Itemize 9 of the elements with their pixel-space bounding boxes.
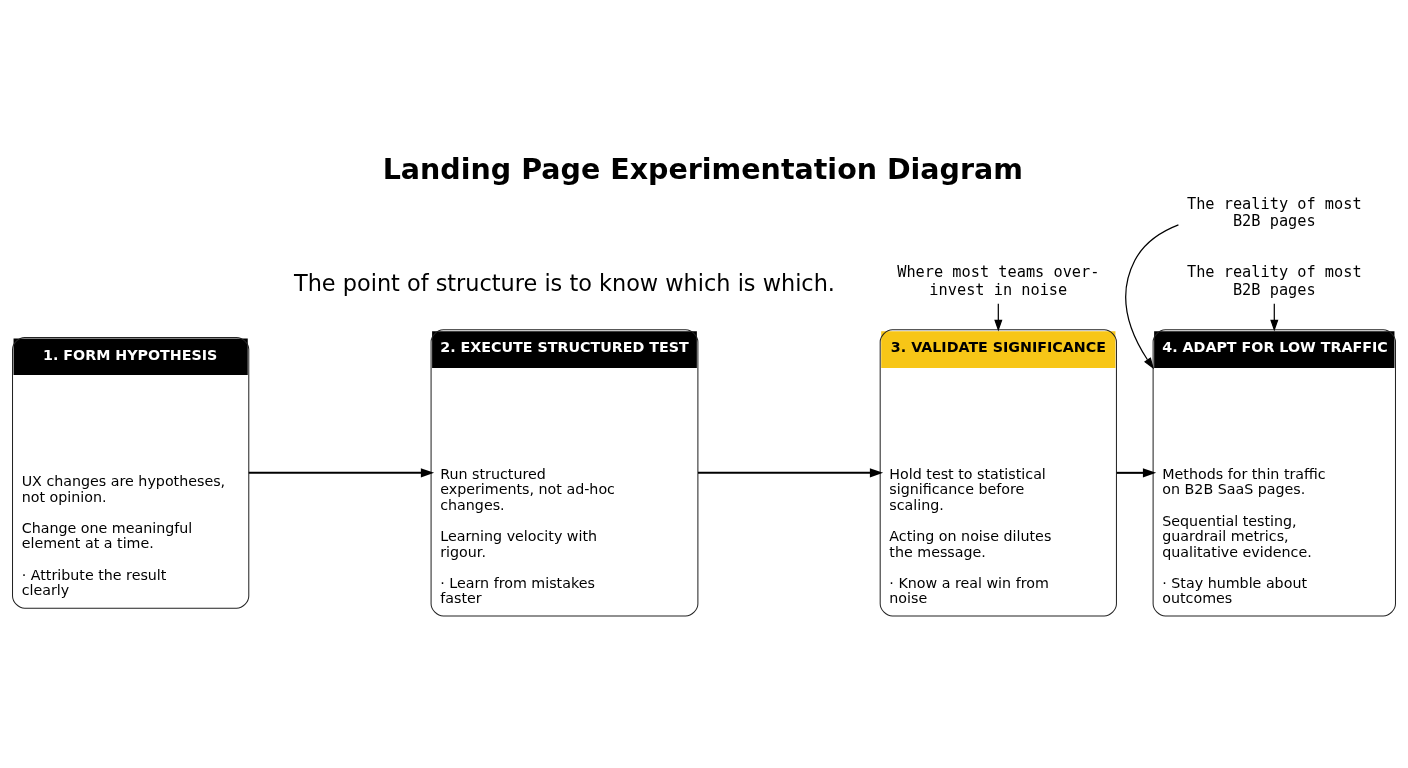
- node-text: Where most teams over-invest in noise: [897, 262, 1100, 299]
- arrow: [1116, 467, 1157, 477]
- arrow: [248, 467, 435, 477]
- caption: The point of structure is to know which is which.: [293, 269, 835, 296]
- arrow: [1125, 223, 1179, 369]
- node-text: The reality of most B2B pages: [1186, 194, 1362, 230]
- node-text: The reality of most B2B pages: [1186, 262, 1362, 299]
- arrow: [698, 467, 884, 477]
- diagram-title: Landing Page Experimentation Diagram: [382, 152, 1023, 186]
